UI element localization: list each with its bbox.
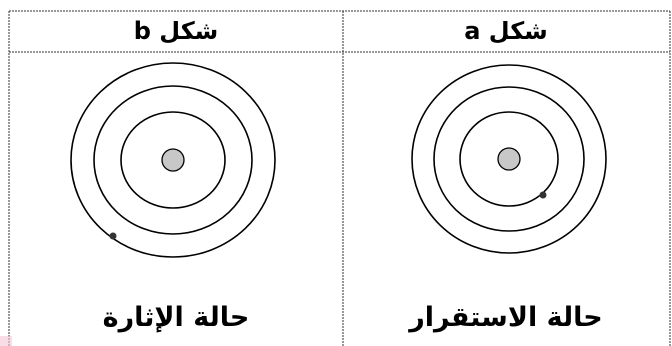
figure-a-header: شكل a xyxy=(464,17,548,45)
electron xyxy=(539,191,547,199)
orbit-outer xyxy=(411,64,607,254)
orbit-middle xyxy=(93,85,253,235)
figure-b-caption: حالة الإثارة xyxy=(102,302,250,333)
orbit-inner xyxy=(120,111,226,209)
orbit-outer xyxy=(70,62,276,258)
figure-a-caption: حالة الاستقرار xyxy=(409,302,603,333)
orbit-middle xyxy=(433,86,585,232)
figure-b-header: شكل b xyxy=(133,17,219,45)
edge-artifact xyxy=(0,336,12,346)
nucleus xyxy=(497,147,521,171)
atom-diagram-b xyxy=(70,62,276,258)
orbit-inner xyxy=(459,111,559,207)
atom-diagram-a xyxy=(411,64,607,254)
nucleus xyxy=(161,148,185,172)
electron xyxy=(109,232,117,240)
